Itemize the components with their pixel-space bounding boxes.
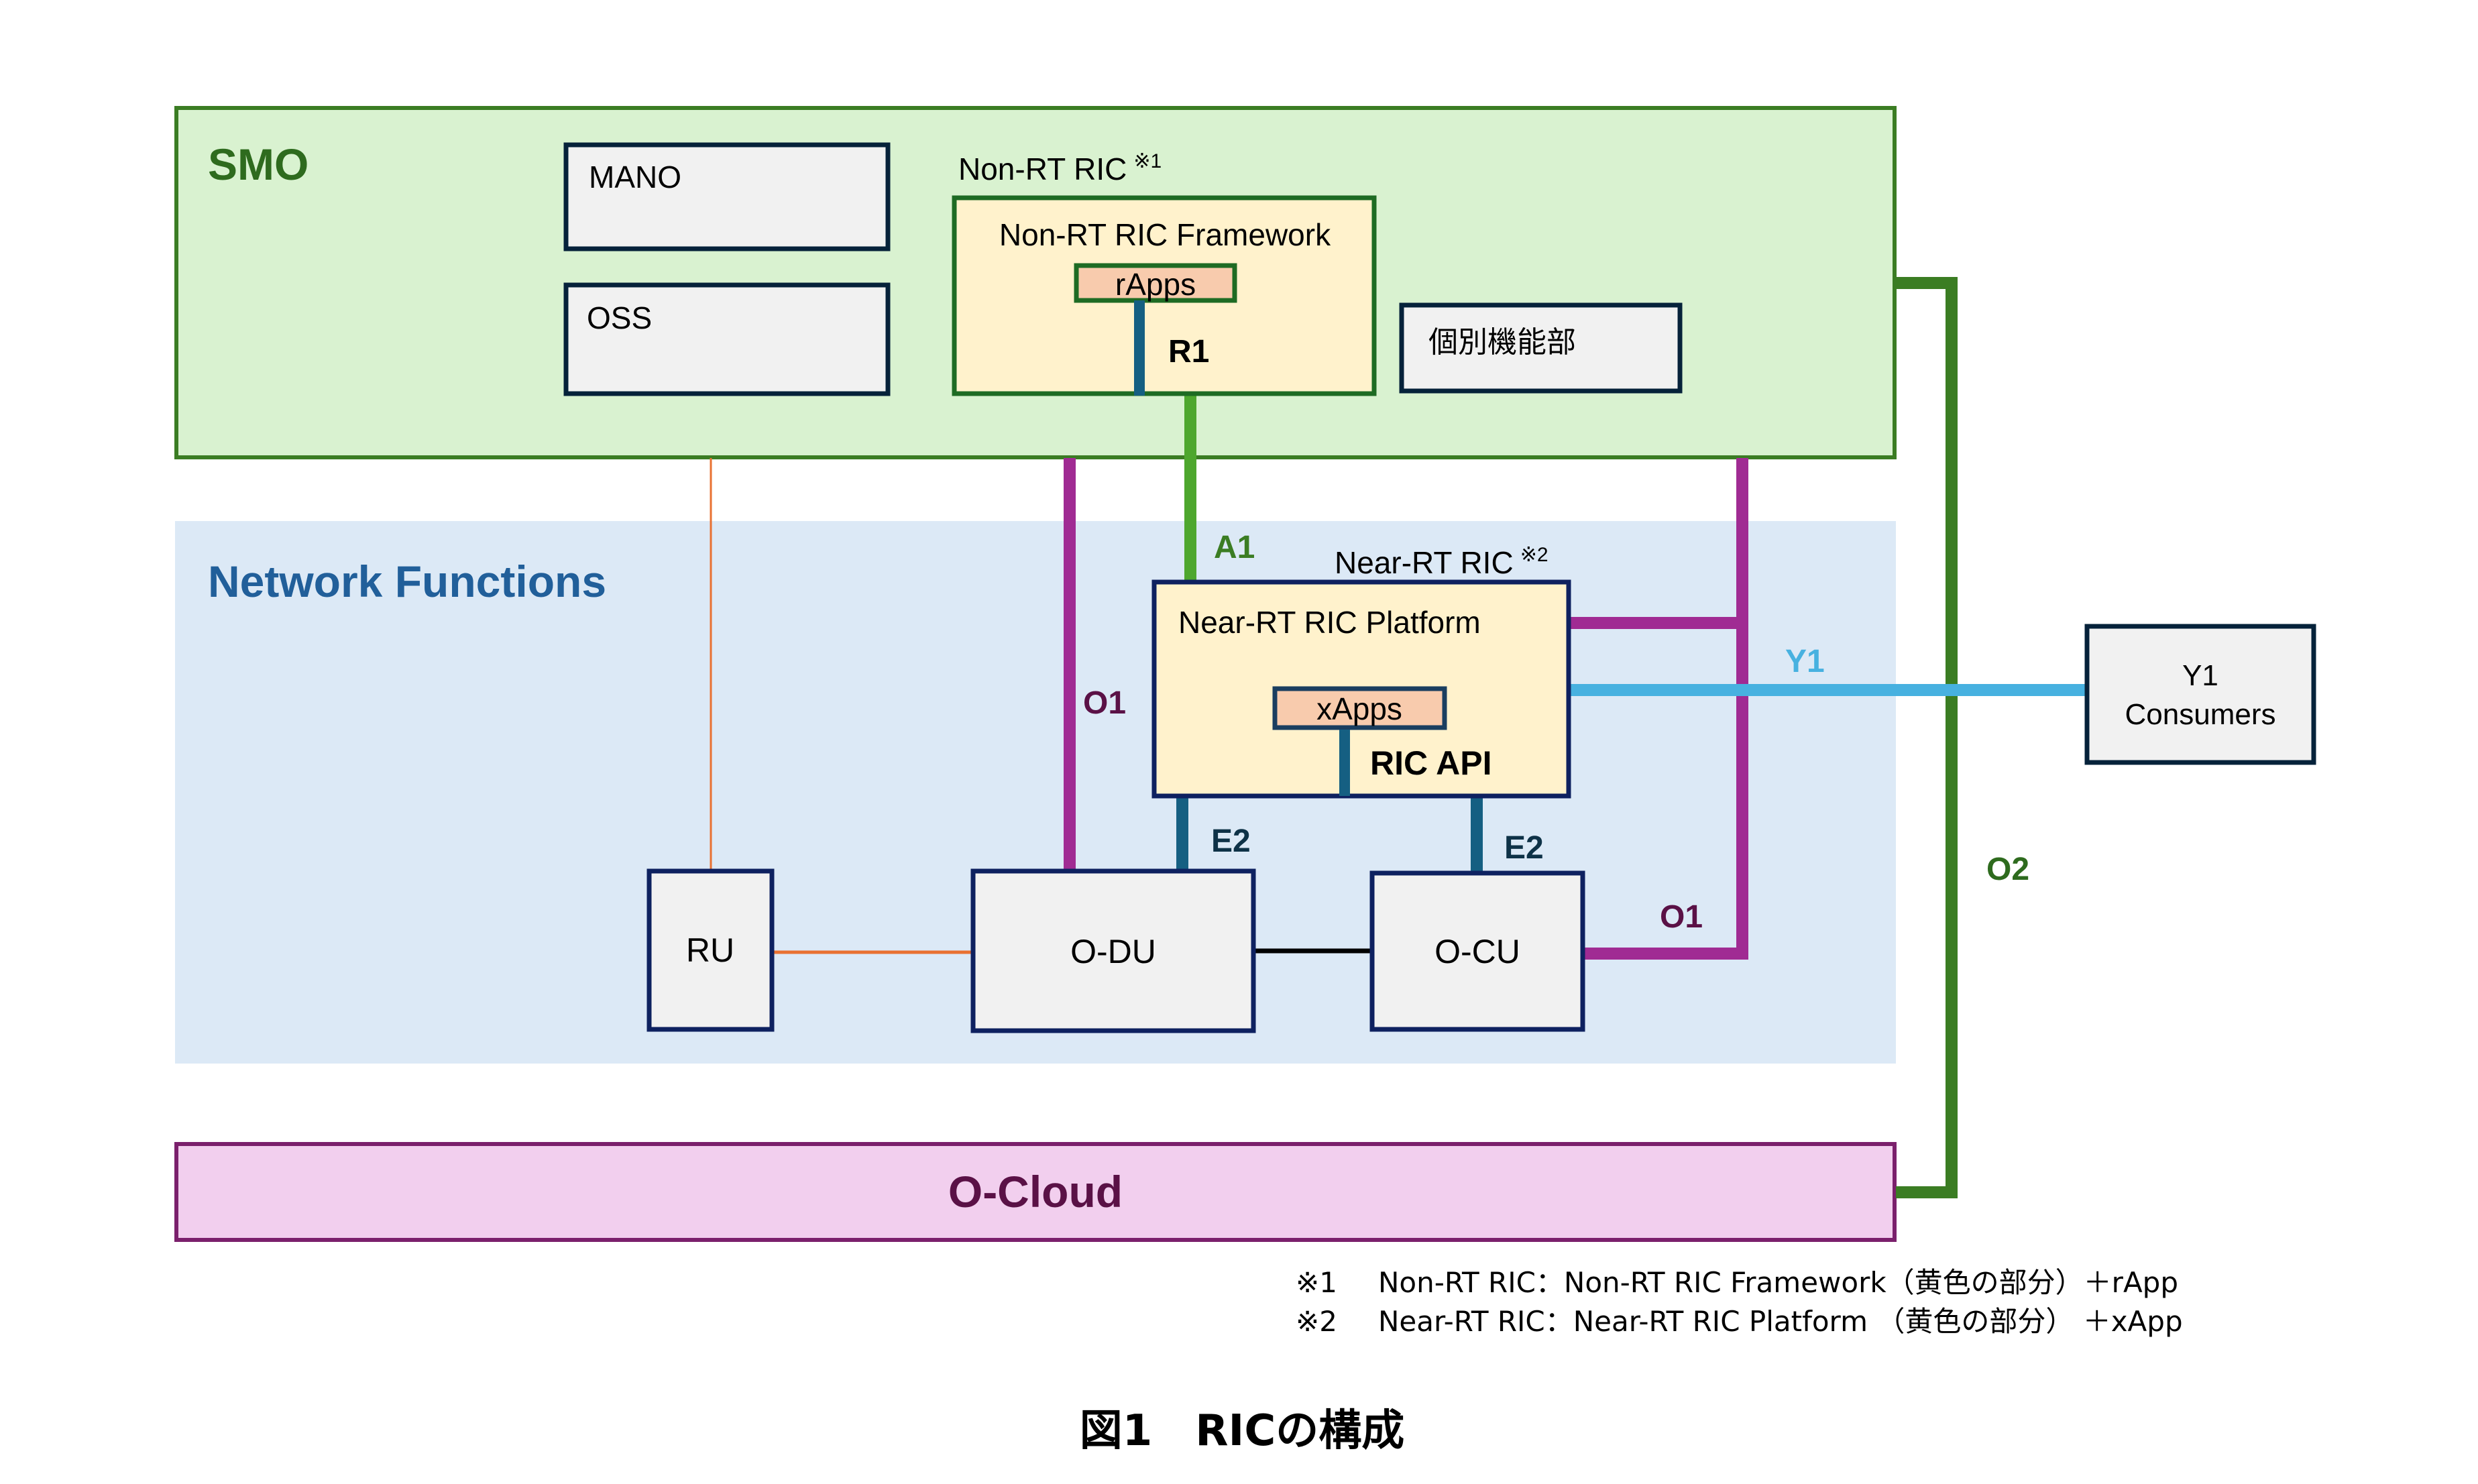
individual-function-box[interactable]: 個別機能部 <box>1399 302 1683 394</box>
footnote-1: ※1 Non-RT RIC：Non-RT RIC Framework（黄色の部分… <box>1296 1266 2178 1299</box>
rapps-box[interactable]: rApps <box>1074 263 1237 303</box>
xapps-label: xApps <box>1316 691 1402 726</box>
y1-label: Y1 <box>1785 644 1825 679</box>
footnote-2-text: Near-RT RIC：Near-RT RIC Platform （黄色の部分）… <box>1378 1305 2183 1338</box>
ric-api-label: RIC API <box>1370 744 1492 782</box>
figure-caption: 図1 RICの構成 <box>1080 1406 1405 1456</box>
ru-box[interactable]: RU <box>646 868 775 1032</box>
footnote-2: ※2 Near-RT RIC：Near-RT RIC Platform （黄色の… <box>1296 1305 2183 1338</box>
o1-right-label: O1 <box>1660 899 1703 935</box>
footnote-1-text: Non-RT RIC：Non-RT RIC Framework（黄色の部分）＋r… <box>1378 1266 2178 1299</box>
ocu-label: O-CU <box>1434 933 1520 970</box>
ocu-box[interactable]: O-CU <box>1369 870 1585 1032</box>
xapps-box[interactable]: xApps <box>1272 686 1447 730</box>
odu-label: O-DU <box>1070 933 1156 970</box>
network-functions-title: Network Functions <box>208 557 606 606</box>
mano-label: MANO <box>589 160 681 194</box>
o2-label: O2 <box>1986 852 2029 887</box>
e2-odu-label: E2 <box>1211 823 1251 859</box>
non-rt-ric-label: Non-RT RIC※1 <box>958 150 1162 186</box>
footnote-2-mark: ※2 <box>1296 1305 1337 1338</box>
oss-label: OSS <box>587 300 652 335</box>
r1-label: R1 <box>1168 334 1209 369</box>
o-cloud-region <box>174 1142 1897 1242</box>
rapps-label: rApps <box>1115 267 1196 302</box>
odu-box[interactable]: O-DU <box>970 868 1256 1033</box>
footnote-1-mark: ※1 <box>1296 1266 1337 1299</box>
o-cloud-label: O-Cloud <box>948 1167 1123 1216</box>
individual-function-label: 個別機能部 <box>1428 325 1576 359</box>
a1-label: A1 <box>1214 530 1255 565</box>
mano-box[interactable]: MANO <box>563 142 891 251</box>
oss-box[interactable]: OSS <box>563 282 891 396</box>
non-rt-ric-framework-label: Non-RT RIC Framework <box>999 217 1331 252</box>
e2-ocu-label: E2 <box>1504 830 1544 866</box>
ru-label: RU <box>686 931 734 969</box>
y1-consumers-line1: Y1 <box>2182 659 2218 692</box>
smo-title: SMO <box>208 139 308 189</box>
near-rt-ric-label: Near-RT RIC※2 <box>1335 544 1548 580</box>
o2-interface-line <box>1896 277 1958 1198</box>
near-rt-ric-platform-label: Near-RT RIC Platform <box>1178 605 1481 640</box>
y1-consumers-line2: Consumers <box>2125 698 2276 731</box>
y1-consumers-box[interactable]: Y1 Consumers <box>2084 624 2316 765</box>
o1-left-label: O1 <box>1083 685 1126 721</box>
